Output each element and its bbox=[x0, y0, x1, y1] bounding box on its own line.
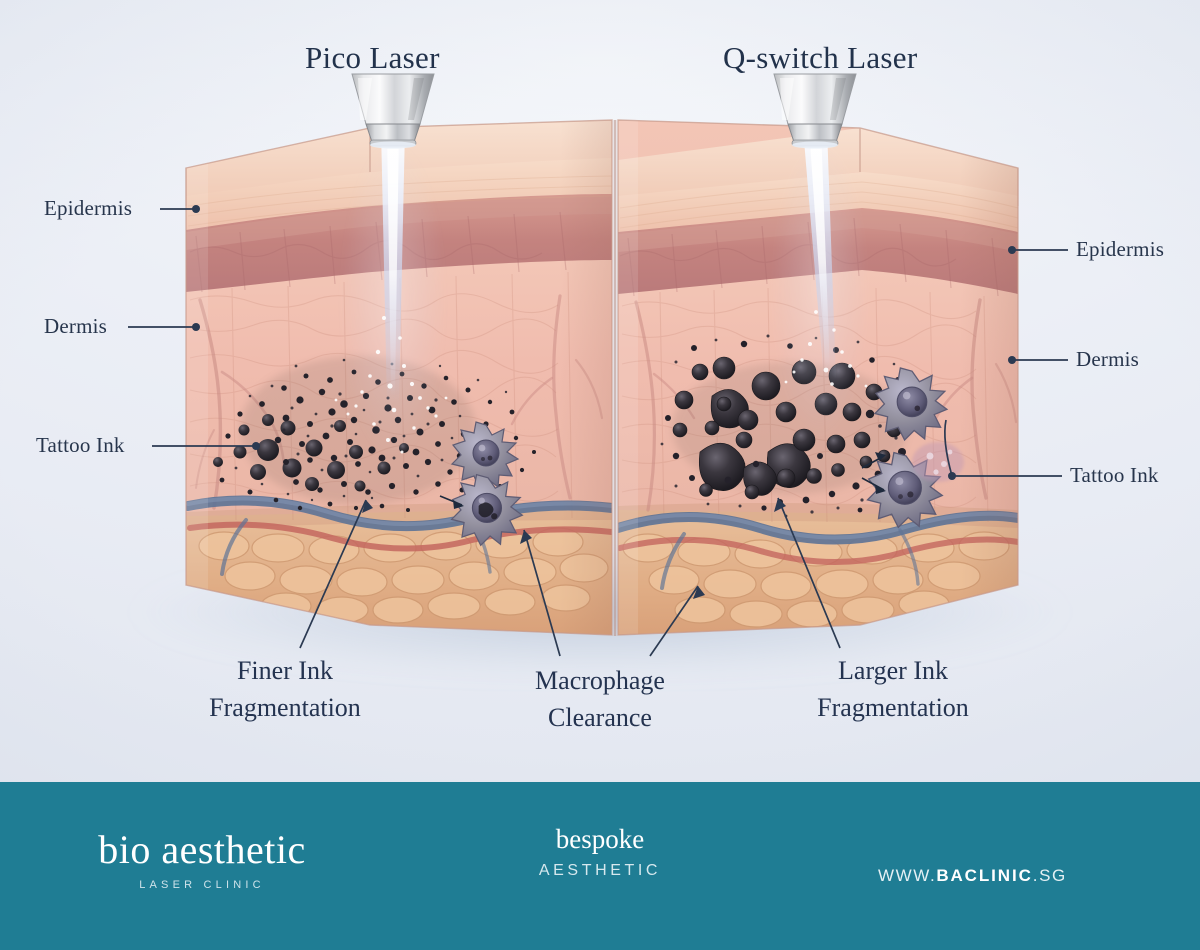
macrophage-group-left bbox=[450, 421, 524, 547]
page-title-pico: Pico Laser bbox=[305, 40, 440, 75]
caption-macrophage-line1: Macrophage bbox=[535, 666, 665, 695]
url-prefix: WWW. bbox=[878, 866, 937, 885]
laser-handpiece-left[interactable] bbox=[351, 73, 435, 149]
logo-bespoke-aesthetic[interactable]: bespoke AESTHETIC bbox=[507, 826, 693, 880]
laser-beam-left bbox=[334, 128, 448, 460]
label-epidermis-left: Epidermis bbox=[44, 196, 133, 220]
label-tattoo-ink-right: Tattoo Ink bbox=[1070, 463, 1159, 487]
logo-bespoke-subtitle-text: AESTHETIC bbox=[538, 862, 662, 879]
page-title-qswitch: Q-switch Laser bbox=[723, 40, 918, 75]
logo-bespoke-text: bespoke bbox=[555, 824, 645, 854]
laser-beam-right bbox=[772, 128, 868, 440]
url-name: BACLINIC bbox=[936, 866, 1033, 885]
logo-subtitle-text: LASER CLINIC bbox=[139, 879, 265, 891]
beam-sparks-right bbox=[784, 310, 868, 388]
logo-bio-aesthetic[interactable]: bio aesthetic LASER CLINIC bbox=[72, 827, 332, 892]
label-dermis-left: Dermis bbox=[44, 314, 108, 338]
caption-macrophage-clearance: Macrophage Clearance bbox=[500, 662, 700, 737]
skin-block-left bbox=[186, 120, 612, 635]
label-dermis-right: Dermis bbox=[1076, 347, 1140, 371]
beam-sparks-left bbox=[334, 316, 448, 454]
skin-cross-section-illustration bbox=[130, 73, 1070, 678]
footer-bar: bio aesthetic LASER CLINIC bespoke AESTH… bbox=[0, 782, 1200, 950]
caption-larger-line1: Larger Ink bbox=[838, 656, 948, 685]
label-tattoo-ink-left: Tattoo Ink bbox=[36, 433, 125, 457]
logo-brand-text: bio aesthetic bbox=[98, 827, 306, 872]
macrophage-group-right bbox=[866, 367, 964, 529]
caption-finer-ink-fragmentation: Finer Ink Fragmentation bbox=[185, 652, 385, 727]
laser-handpiece-right[interactable] bbox=[773, 73, 857, 149]
caption-larger-ink-fragmentation: Larger Ink Fragmentation bbox=[793, 652, 993, 727]
caption-finer-line2: Fragmentation bbox=[209, 693, 361, 723]
caption-finer-line1: Finer Ink bbox=[236, 656, 334, 685]
caption-larger-line2: Fragmentation bbox=[817, 693, 969, 723]
website-url[interactable]: WWW.BACLINIC.SG bbox=[878, 866, 1067, 886]
caption-macrophage-line2: Clearance bbox=[548, 703, 652, 733]
label-epidermis-right: Epidermis bbox=[1076, 237, 1165, 261]
url-suffix: .SG bbox=[1032, 866, 1067, 885]
